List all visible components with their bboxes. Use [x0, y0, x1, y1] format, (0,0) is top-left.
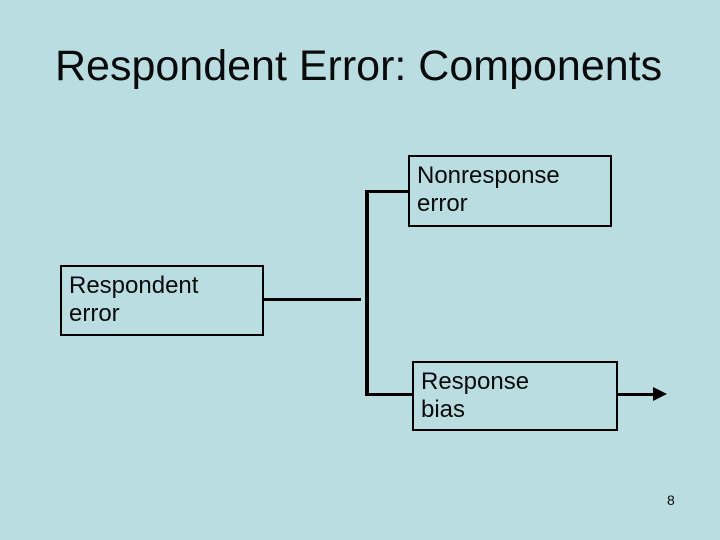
- connector-branch-response-bias: [365, 393, 413, 396]
- connector-respondent-to-trunk: [264, 298, 361, 301]
- box-label-line: Response: [421, 368, 530, 395]
- box-label-line: error: [417, 190, 468, 217]
- box-label-line: Respondent: [69, 272, 199, 299]
- connector-exit-line: [618, 393, 655, 396]
- arrowhead-right-icon: [653, 387, 667, 401]
- slide-title: Respondent Error: Components: [55, 42, 663, 90]
- connector-trunk-vertical: [365, 190, 369, 396]
- box-respondent-error: Respondent error: [60, 265, 264, 336]
- box-label-line: error: [69, 300, 120, 327]
- connector-branch-nonresponse: [365, 190, 409, 193]
- box-label-line: Nonresponse: [417, 162, 560, 189]
- box-label-line: bias: [421, 396, 466, 423]
- box-response-bias: Response bias: [412, 361, 618, 431]
- box-nonresponse-error: Nonresponse error: [408, 155, 612, 227]
- page-number: 8: [667, 492, 675, 508]
